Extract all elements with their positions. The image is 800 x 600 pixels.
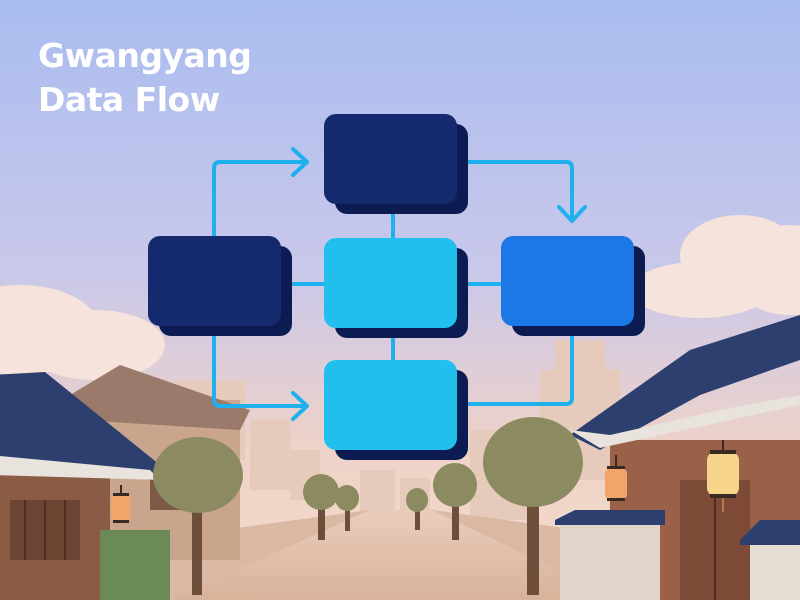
title-line-1: Gwangyang — [38, 36, 252, 75]
tree-left — [153, 437, 243, 595]
clouds — [0, 215, 800, 380]
node-top — [324, 114, 468, 214]
tree-right — [483, 417, 583, 595]
lantern-icon — [111, 485, 131, 523]
stone-wall-left — [100, 530, 170, 600]
node-right — [501, 236, 645, 336]
connector-top-to-right — [464, 160, 574, 220]
connector-left-to-top — [212, 160, 307, 240]
lantern-icon — [707, 440, 739, 512]
arrow-icon — [291, 147, 309, 177]
tree-mid-left — [303, 474, 359, 540]
node-left — [148, 236, 292, 336]
stone-wall-right — [555, 510, 800, 600]
hanok-house-left-front — [0, 372, 160, 600]
lantern-icon — [605, 455, 627, 501]
diagram-connectors — [212, 147, 587, 421]
node-bottom — [324, 360, 468, 460]
arrow-icon — [557, 205, 587, 223]
page-title: Gwangyang Data Flow — [38, 34, 252, 122]
tree-mid-right — [406, 463, 477, 540]
connector-right-to-bottom — [464, 330, 574, 406]
title-line-2: Data Flow — [38, 80, 220, 119]
road — [170, 510, 620, 600]
arrow-icon — [291, 391, 309, 421]
node-center — [324, 238, 468, 338]
connector-left-to-bottom — [212, 332, 307, 408]
